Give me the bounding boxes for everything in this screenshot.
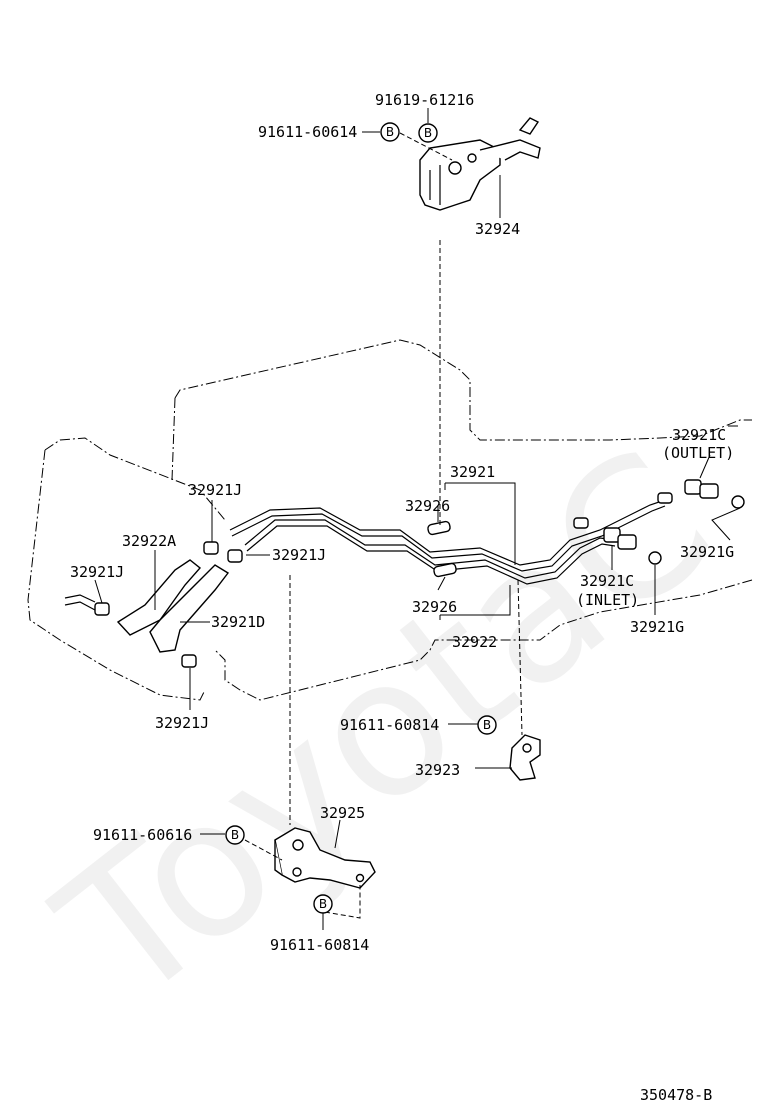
label-32922: 32922 — [452, 633, 497, 651]
hose-32921D — [149, 564, 230, 653]
align-line-32923 — [517, 579, 523, 736]
drawing-id: 350478-B — [640, 1086, 712, 1104]
label-32921J-a: 32921J — [188, 481, 242, 499]
callout-b-4: B — [225, 825, 245, 845]
clamp-32921J-2 — [227, 549, 243, 563]
label-91611-60614: 91611-60614 — [258, 123, 357, 141]
align-line-bolt-bottom-right — [324, 885, 361, 919]
label-32921C-outlet: 32921C — [672, 426, 726, 444]
label-32921J-b: 32921J — [272, 546, 326, 564]
label-32921: 32921 — [450, 463, 495, 481]
label-32922A: 32922A — [122, 532, 176, 550]
callout-b-1: B — [380, 122, 400, 142]
label-32926-a: 32926 — [405, 497, 450, 515]
callout-b-5: B — [313, 894, 333, 914]
leader-lines — [94, 108, 741, 930]
label-32921C-inlet: 32921C — [580, 572, 634, 590]
union-32921C-inlet — [603, 527, 637, 550]
callout-b-3: B — [477, 715, 497, 735]
gasket-32921G-upper — [731, 495, 745, 509]
label-32923: 32923 — [415, 761, 460, 779]
cooler-pipe-32922 — [244, 519, 616, 585]
label-32926-b: 32926 — [412, 598, 457, 616]
label-32924: 32924 — [475, 220, 520, 238]
clamp-32921J-1 — [203, 541, 219, 555]
hose-stub-left — [64, 594, 96, 611]
union-32921C-outlet — [684, 479, 719, 499]
label-91611-60616: 91611-60616 — [93, 826, 192, 844]
callout-b-2: B — [418, 123, 438, 143]
label-32921D: 32921D — [211, 613, 265, 631]
label-32921G-a: 32921G — [680, 543, 734, 561]
bracket-32925 — [274, 827, 376, 889]
label-outlet: (OUTLET) — [662, 444, 734, 462]
clamp-32921J-4 — [181, 654, 197, 668]
label-91611-60814-a: 91611-60814 — [340, 716, 439, 734]
grommet-32926-upper — [427, 520, 451, 536]
clamp-32921J-3 — [94, 602, 110, 616]
pipe-fitting-mid — [573, 517, 589, 529]
label-91619-61216: 91619-61216 — [375, 91, 474, 109]
svg-text:B: B — [386, 125, 394, 139]
label-91611-60814-b: 91611-60814 — [270, 936, 369, 954]
pipe-fitting-outlet-end — [657, 492, 673, 504]
bracket-32924 — [419, 117, 541, 211]
label-32921G-b: 32921G — [630, 618, 684, 636]
align-line-bolt-bottom — [244, 839, 283, 861]
svg-text:B: B — [231, 828, 239, 842]
label-32921J-c: 32921J — [70, 563, 124, 581]
label-inlet: (INLET) — [576, 591, 639, 609]
cooler-pipe-32921 — [229, 499, 666, 572]
gasket-32921G-lower — [648, 551, 662, 565]
svg-text:B: B — [319, 897, 327, 911]
align-line-bolt-top — [399, 132, 453, 161]
bracket-32923 — [509, 734, 541, 781]
transmission-outline — [171, 339, 753, 701]
engine-block-outline — [27, 437, 226, 701]
svg-text:B: B — [424, 126, 432, 140]
grommet-32926-lower — [433, 562, 457, 578]
label-32925: 32925 — [320, 804, 365, 822]
svg-text:B: B — [483, 718, 491, 732]
label-32921J-d: 32921J — [155, 714, 209, 732]
